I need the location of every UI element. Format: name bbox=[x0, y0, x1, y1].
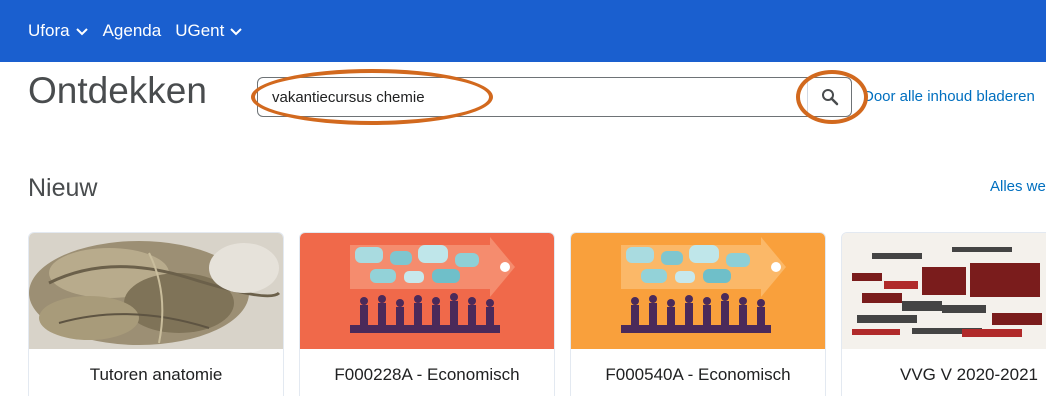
card-title: VVG V 2020-2021 bbox=[900, 365, 1038, 384]
browse-all-link[interactable]: Door alle inhoud bladeren bbox=[863, 88, 1035, 105]
see-all-link[interactable]: Alles we bbox=[990, 178, 1046, 195]
nav-item-ugent[interactable]: UGent bbox=[175, 21, 243, 41]
nav-item-label: Ufora bbox=[28, 21, 70, 40]
card-title: Tutoren anatomie bbox=[89, 365, 223, 384]
search-box bbox=[257, 77, 852, 117]
card-thumbnail-wordcloud bbox=[842, 233, 1046, 349]
course-card[interactable]: VVG V 2020-2021 bbox=[841, 232, 1046, 396]
section-title: Nieuw bbox=[28, 174, 98, 202]
card-thumbnail-anatomy bbox=[29, 233, 283, 349]
chevron-down-icon bbox=[230, 28, 243, 36]
nav-item-label: Agenda bbox=[102, 21, 162, 40]
course-card[interactable]: Tutoren anatomie bbox=[28, 232, 284, 396]
card-thumbnail-meeting bbox=[300, 233, 554, 349]
nav-item-label: UGent bbox=[175, 21, 225, 40]
page-title: Ontdekken bbox=[28, 70, 207, 111]
course-card[interactable]: F000540A - Economisch bbox=[570, 232, 826, 396]
search-button[interactable] bbox=[807, 78, 851, 116]
card-title: F000228A - Economisch bbox=[334, 365, 520, 384]
nav-item-agenda[interactable]: Agenda bbox=[103, 21, 162, 41]
nav-item-ufora[interactable]: Ufora bbox=[28, 21, 89, 41]
search-input[interactable] bbox=[258, 78, 798, 116]
card-title: F000540A - Economisch bbox=[605, 365, 791, 384]
course-card[interactable]: F000228A - Economisch bbox=[299, 232, 555, 396]
search-icon bbox=[821, 89, 838, 106]
chevron-down-icon bbox=[75, 28, 88, 36]
top-navigation: Ufora Agenda UGent bbox=[0, 0, 1046, 62]
card-thumbnail-meeting bbox=[571, 233, 825, 349]
